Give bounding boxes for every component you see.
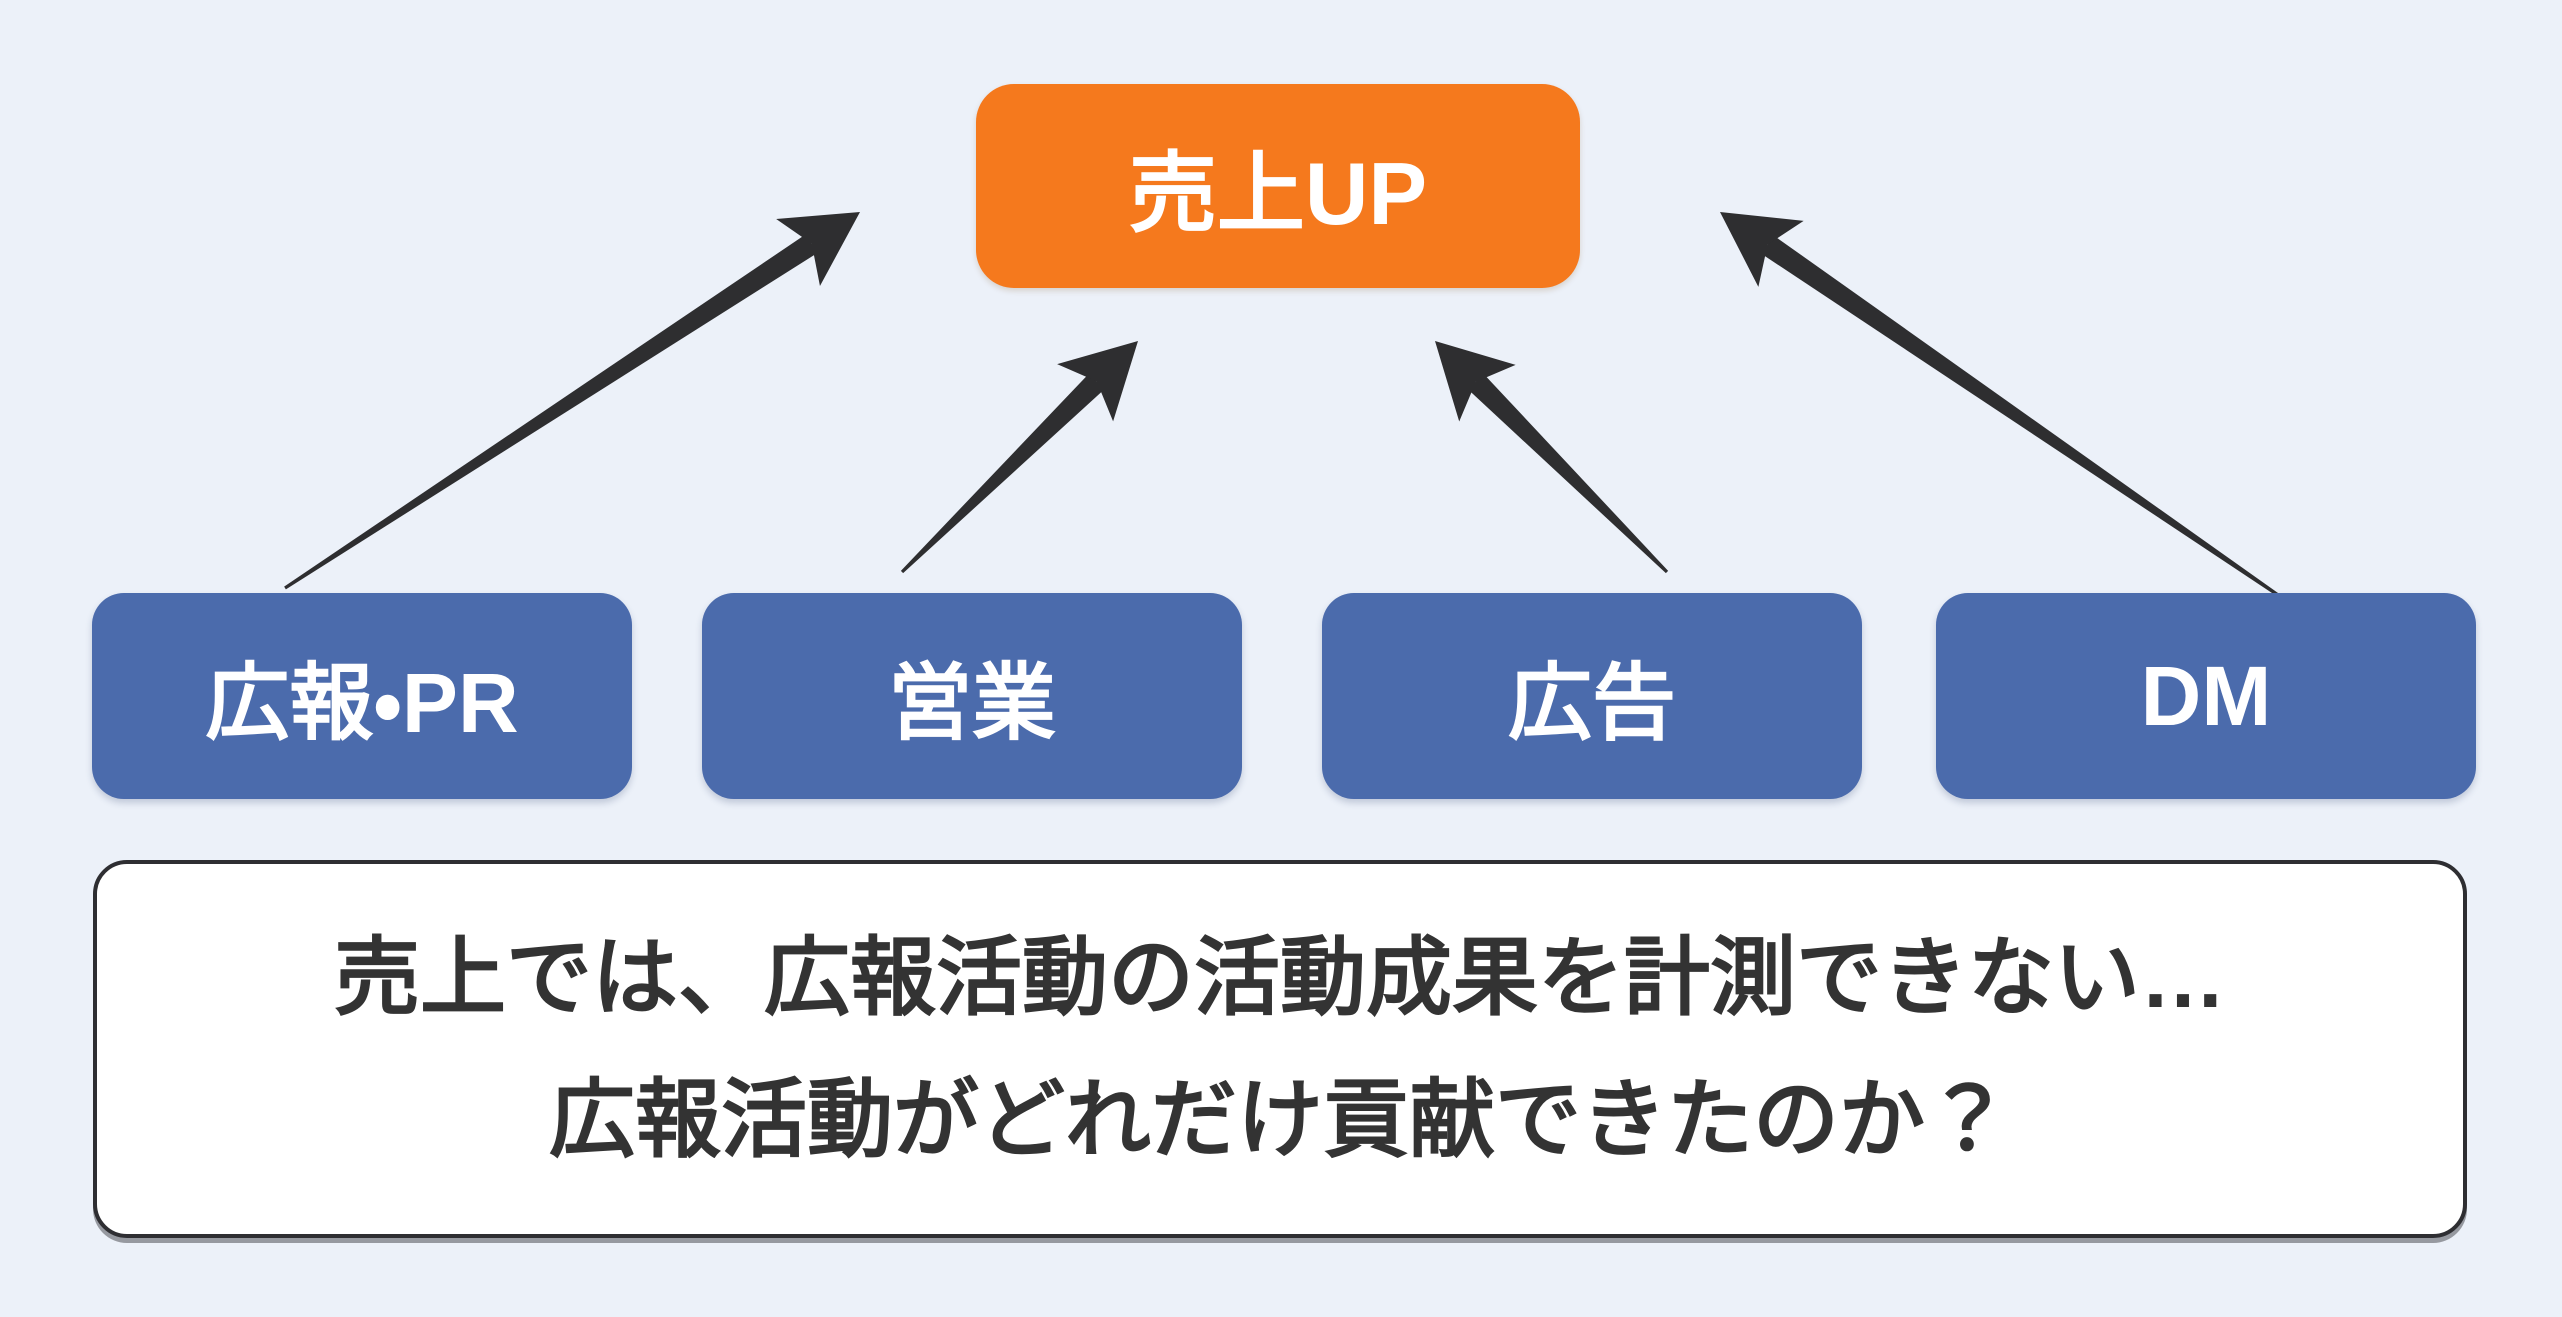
arrow-kouhou-pr-to-uriage-up (284, 212, 860, 590)
caption-line-2: 広報活動がどれだけ貢献できたのか？ (549, 1072, 2011, 1168)
goal-node-label: 売上UP (1128, 143, 1428, 243)
arrow-dm-to-uriage-up (1720, 212, 2279, 597)
channel-node-label: DM (2140, 648, 2272, 743)
channel-node-label: 営業 (887, 655, 1056, 750)
channel-node-label: 広告 (1507, 655, 1676, 750)
arrow-eigyou-to-uriage-up (900, 341, 1138, 574)
caption-line-1: 売上では、広報活動の活動成果を計測できない… (334, 930, 2226, 1026)
channel-node-label: 広報・PR (205, 655, 519, 750)
channel-node-koukoku: 広告 (1322, 593, 1862, 799)
goal-node-uriage-up: 売上UP (976, 84, 1580, 288)
channel-node-dm: DM (1936, 593, 2476, 799)
channel-node-kouhou-pr: 広報・PR (92, 593, 632, 799)
caption-box: 売上では、広報活動の活動成果を計測できない… 広報活動がどれだけ貢献できたのか？ (93, 860, 2467, 1238)
arrow-koukoku-to-uriage-up (1435, 341, 1669, 574)
channel-node-eigyou: 営業 (702, 593, 1242, 799)
